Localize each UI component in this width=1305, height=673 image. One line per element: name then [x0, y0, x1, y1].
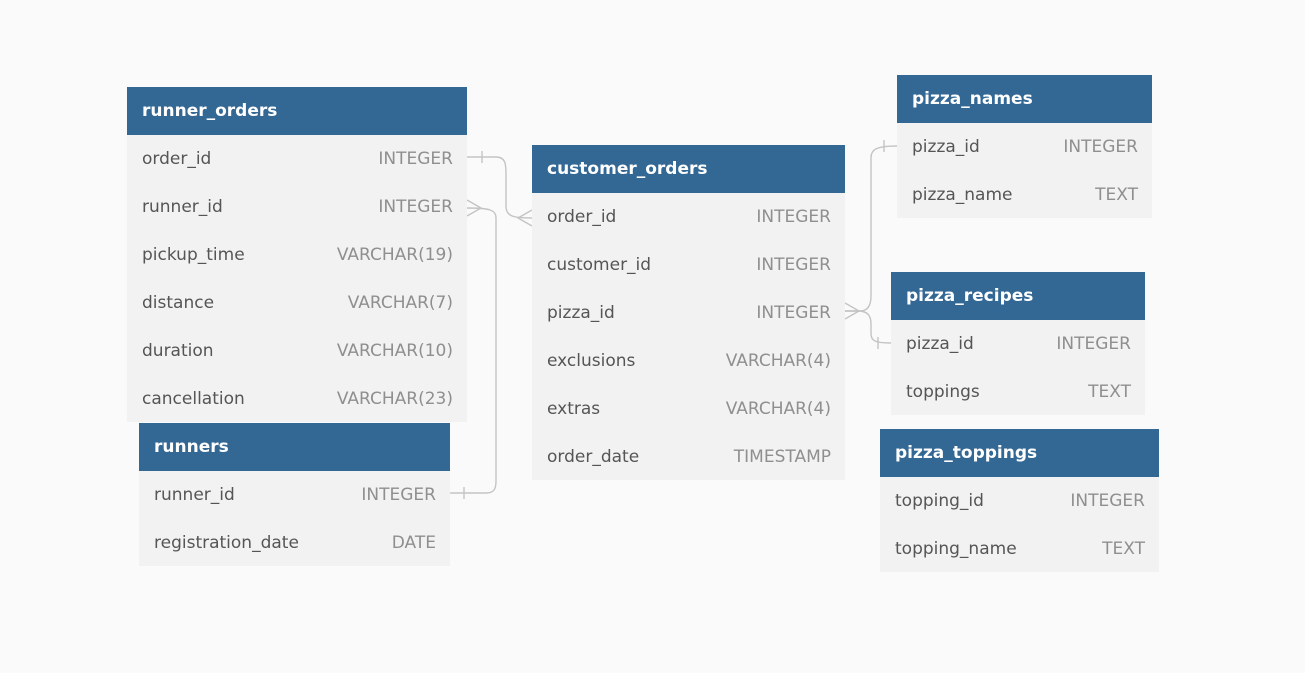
- column-name: exclusions: [547, 351, 636, 371]
- table-header: pizza_names: [897, 75, 1152, 123]
- table-pizza-names[interactable]: pizza_names pizza_id INTEGER pizza_name …: [897, 75, 1152, 218]
- column-type: INTEGER: [756, 207, 831, 227]
- column-row[interactable]: runner_id INTEGER: [139, 471, 450, 519]
- table-pizza-recipes[interactable]: pizza_recipes pizza_id INTEGER toppings …: [891, 272, 1145, 415]
- column-type: INTEGER: [361, 485, 436, 505]
- column-type: VARCHAR(4): [725, 399, 831, 419]
- column-type: INTEGER: [756, 303, 831, 323]
- column-row[interactable]: cancellation VARCHAR(23): [127, 375, 467, 423]
- column-type: TEXT: [1088, 382, 1131, 402]
- column-name: topping_name: [895, 539, 1017, 559]
- crowfoot-runner-orders-runner-id: [466, 199, 483, 217]
- column-type: VARCHAR(23): [336, 389, 453, 409]
- column-row[interactable]: topping_id INTEGER: [880, 477, 1159, 525]
- column-row[interactable]: pizza_id INTEGER: [532, 289, 845, 337]
- column-row[interactable]: pizza_id INTEGER: [891, 320, 1145, 368]
- column-row[interactable]: registration_date DATE: [139, 519, 450, 567]
- column-name: topping_id: [895, 491, 984, 511]
- column-row[interactable]: order_date TIMESTAMP: [532, 433, 845, 481]
- crowfoot-customer-orders-order-id: [516, 209, 533, 227]
- column-name: pizza_id: [912, 137, 980, 157]
- column-row[interactable]: order_id INTEGER: [532, 193, 845, 241]
- connector-customer-orders-pizza-id-to-pizza-names: [845, 145, 898, 312]
- column-row[interactable]: exclusions VARCHAR(4): [532, 337, 845, 385]
- column-type: DATE: [391, 533, 436, 553]
- column-name: order_id: [547, 207, 617, 227]
- column-name: distance: [142, 293, 215, 313]
- connector-customer-orders-pizza-id-to-pizza-recipes: [845, 310, 892, 344]
- table-pizza-toppings[interactable]: pizza_toppings topping_id INTEGER toppin…: [880, 429, 1159, 572]
- column-type: INTEGER: [756, 255, 831, 275]
- column-type: VARCHAR(19): [336, 245, 453, 265]
- column-name: extras: [547, 399, 601, 419]
- column-name: duration: [142, 341, 214, 361]
- column-name: toppings: [906, 382, 980, 402]
- column-name: pizza_name: [912, 185, 1013, 205]
- table-header: pizza_toppings: [880, 429, 1159, 477]
- column-name: order_id: [142, 149, 212, 169]
- column-row[interactable]: topping_name TEXT: [880, 525, 1159, 573]
- table-header: customer_orders: [532, 145, 845, 193]
- column-type: TIMESTAMP: [733, 447, 831, 467]
- column-name: runner_id: [154, 485, 235, 505]
- column-type: TEXT: [1102, 539, 1145, 559]
- table-runner-orders[interactable]: runner_orders order_id INTEGER runner_id…: [127, 87, 467, 422]
- column-type: VARCHAR(4): [725, 351, 831, 371]
- column-type: TEXT: [1095, 185, 1138, 205]
- column-name: registration_date: [154, 533, 299, 553]
- table-header: runner_orders: [127, 87, 467, 135]
- column-name: runner_id: [142, 197, 223, 217]
- column-type: INTEGER: [378, 197, 453, 217]
- table-customer-orders[interactable]: customer_orders order_id INTEGER custome…: [532, 145, 845, 480]
- table-runners[interactable]: runners runner_id INTEGER registration_d…: [139, 423, 450, 566]
- column-row[interactable]: pizza_id INTEGER: [897, 123, 1152, 171]
- column-name: customer_id: [547, 255, 652, 275]
- column-type: INTEGER: [1070, 491, 1145, 511]
- connector-runners-runner-id-to-runner-orders: [450, 207, 497, 494]
- column-name: order_date: [547, 447, 640, 467]
- column-row[interactable]: toppings TEXT: [891, 368, 1145, 416]
- column-name: pizza_id: [906, 334, 974, 354]
- column-name: cancellation: [142, 389, 245, 409]
- column-row[interactable]: duration VARCHAR(10): [127, 327, 467, 375]
- column-row[interactable]: distance VARCHAR(7): [127, 279, 467, 327]
- column-row[interactable]: order_id INTEGER: [127, 135, 467, 183]
- table-header: runners: [139, 423, 450, 471]
- column-name: pickup_time: [142, 245, 245, 265]
- column-type: INTEGER: [1056, 334, 1131, 354]
- table-header: pizza_recipes: [891, 272, 1145, 320]
- column-row[interactable]: customer_id INTEGER: [532, 241, 845, 289]
- column-row[interactable]: runner_id INTEGER: [127, 183, 467, 231]
- column-type: INTEGER: [378, 149, 453, 169]
- column-type: INTEGER: [1063, 137, 1138, 157]
- column-type: VARCHAR(10): [336, 341, 453, 361]
- column-row[interactable]: pizza_name TEXT: [897, 171, 1152, 219]
- column-row[interactable]: extras VARCHAR(4): [532, 385, 845, 433]
- connector-runner-orders-order-id-to-customer-orders: [467, 156, 533, 219]
- column-type: VARCHAR(7): [347, 293, 453, 313]
- column-row[interactable]: pickup_time VARCHAR(19): [127, 231, 467, 279]
- column-name: pizza_id: [547, 303, 615, 323]
